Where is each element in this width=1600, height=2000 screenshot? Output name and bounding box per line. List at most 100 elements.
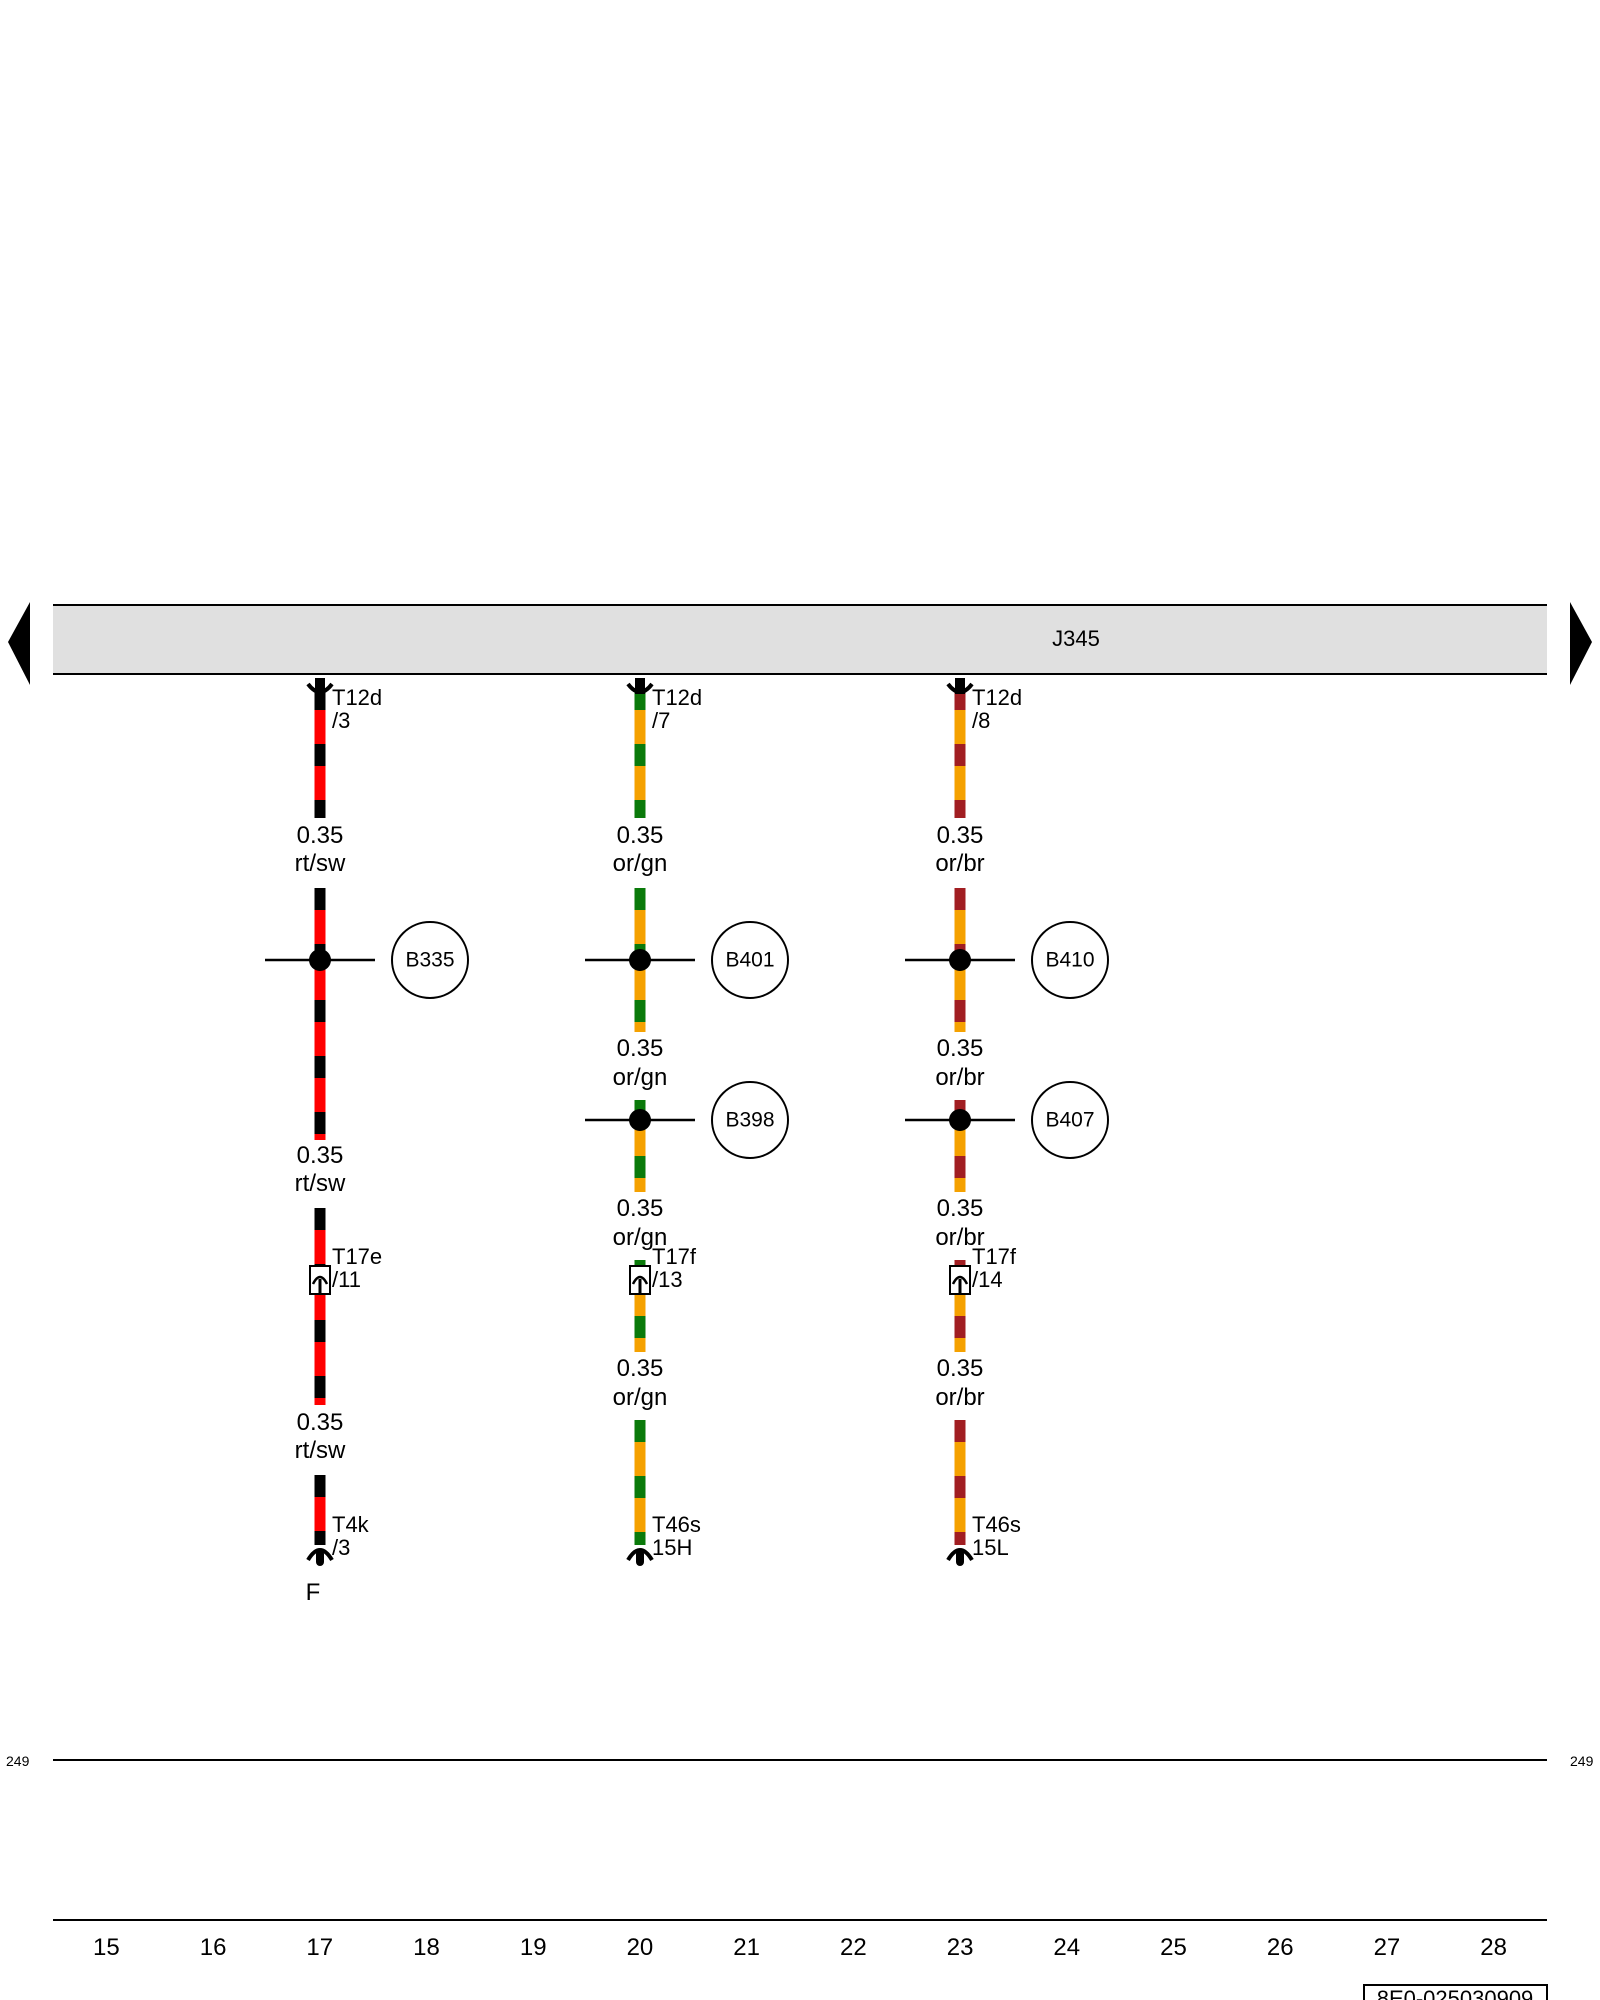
wire-stripe <box>314 1320 326 1342</box>
component-box <box>53 605 1547 674</box>
wire-stripe <box>954 688 966 710</box>
splice-ring <box>711 921 789 999</box>
connector-pin: /8 <box>972 708 990 733</box>
doc-id-box <box>1363 1984 1548 2000</box>
wire-stripe <box>314 1112 326 1134</box>
wire-stripe <box>314 744 326 766</box>
socket-connector-icon <box>626 678 654 694</box>
wire-color: or/br <box>935 1064 984 1091</box>
wire-base <box>314 1208 326 1405</box>
wire-stripe <box>314 1531 326 1545</box>
wire-color: or/br <box>935 1224 984 1251</box>
splice-point <box>629 949 651 971</box>
connector-name: T46s <box>652 1512 701 1537</box>
grid-number: 21 <box>733 1934 760 1961</box>
wire-segment <box>954 1420 966 1545</box>
doc-id: 8E0-025030909 <box>1377 1986 1534 2000</box>
wire-color: rt/sw <box>295 1170 346 1197</box>
connector-name: T12d <box>972 685 1022 710</box>
grid-number: 26 <box>1267 1934 1294 1961</box>
plug-connector-icon <box>946 1548 974 1566</box>
wire-stripe <box>634 1420 646 1442</box>
wire-segment <box>634 688 646 818</box>
grid-number: 17 <box>306 1934 333 1961</box>
splice-point <box>629 1109 651 1131</box>
wire-gauge: 0.35 <box>297 822 344 849</box>
wire-column-2: T12d /7 0.35 or/gn B401 0.35 or/gn B398 … <box>585 678 789 1566</box>
grid-number: 16 <box>200 1934 227 1961</box>
plug-connector-icon <box>306 1548 334 1566</box>
connector-pin: /3 <box>332 1535 350 1560</box>
wire-base <box>954 1260 966 1352</box>
wire-stripe <box>954 1156 966 1178</box>
splice-label: B410 <box>1045 949 1094 972</box>
wire-stripe <box>634 1156 646 1178</box>
wire-stripe <box>954 1316 966 1338</box>
connector-name: T17e <box>332 1244 382 1269</box>
wire-gauge: 0.35 <box>937 822 984 849</box>
connector-pin: 15L <box>972 1535 1009 1560</box>
wire-stripe <box>314 1475 326 1497</box>
wire-color: or/gn <box>613 1224 668 1251</box>
inline-connector-icon <box>309 1265 331 1295</box>
wire-stripe <box>634 1316 646 1338</box>
wire-stripe <box>634 1532 646 1545</box>
grid-number: 25 <box>1160 1934 1187 1961</box>
grid-number: 27 <box>1374 1934 1401 1961</box>
wire-stripe <box>314 688 326 710</box>
wire-color: or/br <box>935 1384 984 1411</box>
wire-base <box>634 1100 646 1192</box>
wire-stripe <box>314 1000 326 1022</box>
wire-segment <box>954 688 966 818</box>
wire-segment <box>314 688 326 818</box>
wire-gauge: 0.35 <box>937 1035 984 1062</box>
wire-stripe <box>954 744 966 766</box>
wire-stripe <box>634 888 646 910</box>
splice-label: B398 <box>725 1109 774 1132</box>
splice-point <box>949 1109 971 1131</box>
next-page-arrow-icon[interactable] <box>1570 602 1592 685</box>
wire-stripe <box>634 1476 646 1498</box>
connector-name: T17f <box>652 1244 697 1269</box>
wire-gauge: 0.35 <box>297 1409 344 1436</box>
connector-pin: /7 <box>652 708 670 733</box>
ground-label: F <box>306 1579 321 1606</box>
wire-stripe <box>634 1000 646 1022</box>
splice-label: B407 <box>1045 1109 1094 1132</box>
wire-color: or/br <box>935 850 984 877</box>
wire-gauge: 0.35 <box>617 822 664 849</box>
splice-point <box>949 949 971 971</box>
connector-pin: /11 <box>332 1267 361 1292</box>
wire-segment <box>314 1208 326 1405</box>
splice-label: B401 <box>725 949 774 972</box>
wire-stripe <box>954 1420 966 1442</box>
component-j345: J345 <box>53 604 1547 675</box>
prev-page-arrow-icon[interactable] <box>8 602 30 685</box>
wire-gauge: 0.35 <box>297 1142 344 1169</box>
inline-connector-icon <box>949 1265 971 1295</box>
wire-stripe <box>954 1532 966 1545</box>
grid-number: 22 <box>840 1934 867 1961</box>
wire-stripe <box>954 1000 966 1022</box>
wire-stripe <box>954 888 966 910</box>
plug-connector-icon <box>626 1548 654 1566</box>
wire-stripe <box>634 688 646 710</box>
wire-stripe <box>314 800 326 818</box>
wire-stripe <box>954 800 966 818</box>
socket-connector-icon <box>306 678 334 694</box>
grid-number: 23 <box>947 1934 974 1961</box>
grid-number: 28 <box>1480 1934 1507 1961</box>
wire-stripe <box>954 1476 966 1498</box>
wire-segment <box>634 1420 646 1545</box>
grid-number: 20 <box>627 1934 654 1961</box>
splice-ring <box>1031 1081 1109 1159</box>
wire-base <box>314 1475 326 1545</box>
wire-color: or/gn <box>613 850 668 877</box>
wire-stripe <box>634 800 646 818</box>
wire-base <box>634 1260 646 1352</box>
connector-pin: /13 <box>652 1267 683 1292</box>
wire-color: or/gn <box>613 1384 668 1411</box>
connector-pin: /3 <box>332 708 350 733</box>
socket-connector-icon <box>946 678 974 694</box>
